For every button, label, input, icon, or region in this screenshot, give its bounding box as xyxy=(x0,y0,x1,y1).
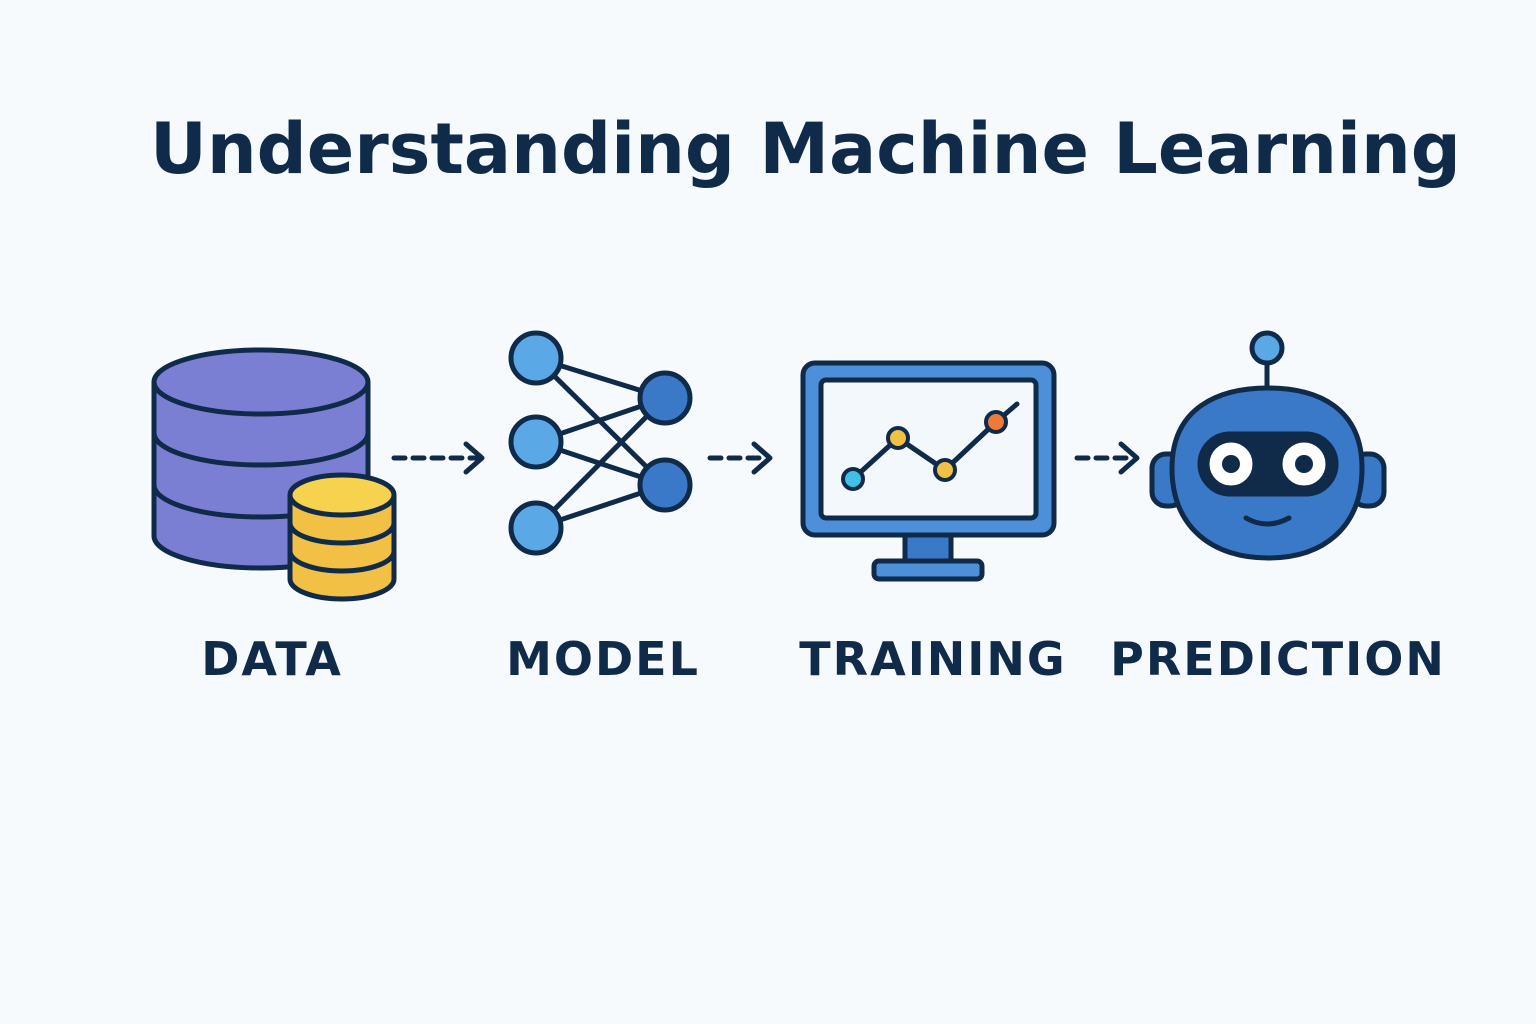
chart-line-icon xyxy=(841,401,1020,491)
monitor-chart-icon xyxy=(800,360,1057,582)
step-label-data: DATA xyxy=(201,632,343,686)
coin-stack-icon xyxy=(287,472,397,602)
dashed-arrow-icon xyxy=(1074,441,1140,475)
robot-icon xyxy=(1149,330,1387,561)
page-title: Understanding Machine Learning xyxy=(150,108,1461,190)
dashed-arrow-icon xyxy=(707,441,773,475)
step-label-training: TRAINING xyxy=(799,632,1067,686)
neural-network-icon xyxy=(508,330,693,556)
database-icon xyxy=(151,347,397,602)
step-label-prediction: PREDICTION xyxy=(1110,632,1446,686)
dashed-arrow-icon xyxy=(391,441,485,475)
step-label-model: MODEL xyxy=(506,632,700,686)
